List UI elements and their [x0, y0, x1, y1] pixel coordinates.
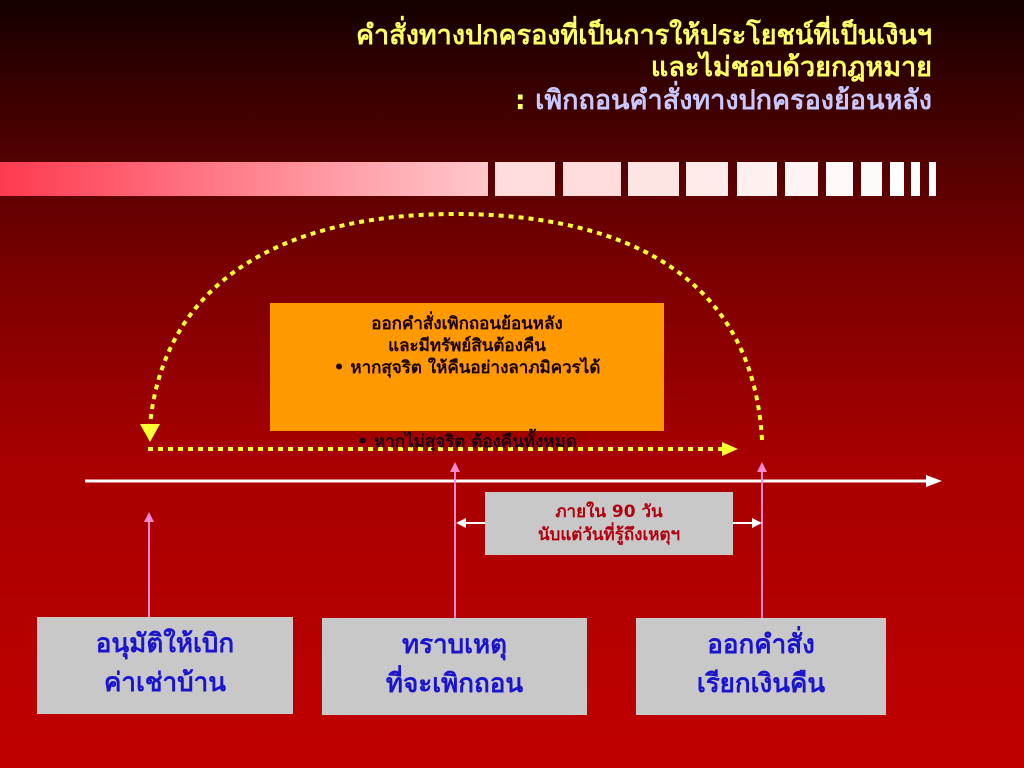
decorative-bar-segment [911, 162, 920, 196]
event-order-line-1: ออกคำสั่ง [707, 630, 815, 660]
title-subtitle: เพิกถอนคำสั่งทางปกครองย้อนหลัง [535, 84, 932, 116]
revoke-line-2: และมีทรัพย์สินต้องคืน [388, 336, 546, 357]
decorative-bar-segment [563, 162, 621, 196]
event-known-box: ทราบเหตุ ที่จะเพิกถอน [322, 618, 587, 715]
timeline-arrowhead [926, 475, 942, 487]
revoke-bullet-1: • หากสุจริต ให้คืนอย่างลาภมิควรได้ [333, 358, 601, 379]
decorative-bar-segment [686, 162, 728, 196]
event-known-line-2: ที่จะเพิกถอน [385, 669, 524, 699]
decorative-bar-segment [737, 162, 777, 196]
decorative-bar-segment [785, 162, 818, 196]
dotted-arc [148, 211, 764, 441]
dotted-horizontal-arrowhead [722, 442, 738, 456]
decorative-bar-segment [826, 162, 853, 196]
revoke-info-box: ออกคำสั่งเพิกถอนย้อนหลัง และมีทรัพย์สินต… [270, 303, 664, 431]
period-box: ภายใน 90 วัน นับแต่วันที่รู้ถึงเหตุฯ [485, 492, 733, 555]
decorative-bar-segment [929, 162, 936, 196]
decorative-bar-segment [890, 162, 904, 196]
event-approve-line-2: ค่าเช่าบ้าน [103, 668, 226, 698]
period-line-1: ภายใน 90 วัน [555, 502, 663, 522]
event-order-line-2: เรียกเงินคืน [696, 669, 826, 699]
event-known-line-1: ทราบเหตุ [401, 630, 508, 660]
event-approve-line-1: อนุมัติให้เบิก [95, 629, 235, 659]
title-line-3: : เพิกถอนคำสั่งทางปกครองย้อนหลัง [356, 85, 932, 117]
arc-arrowhead [140, 424, 160, 442]
decorative-bar-segment [495, 162, 555, 196]
title-line-2: และไม่ชอบด้วยกฎหมาย [650, 52, 932, 84]
event-approve-box: อนุมัติให้เบิก ค่าเช่าบ้าน [37, 617, 293, 714]
title-line-1: คำสั่งทางปกครองที่เป็นการให้ประโยชน์ที่เ… [356, 20, 932, 51]
slide-title: คำสั่งทางปกครองที่เป็นการให้ประโยชน์ที่เ… [356, 20, 932, 117]
event-order-box: ออกคำสั่ง เรียกเงินคืน [636, 618, 886, 715]
decorative-gradient-bar [0, 162, 488, 196]
period-line-2: นับแต่วันที่รู้ถึงเหตุฯ [537, 524, 681, 545]
title-colon: : [514, 84, 536, 116]
decorative-bar-segment [861, 162, 882, 196]
decorative-bar-segment [628, 162, 679, 196]
revoke-bullet-2: • หากไม่สุจริต ต้องคืนทั้งหมด [357, 432, 577, 452]
revoke-line-1: ออกคำสั่งเพิกถอนย้อนหลัง [371, 314, 563, 334]
